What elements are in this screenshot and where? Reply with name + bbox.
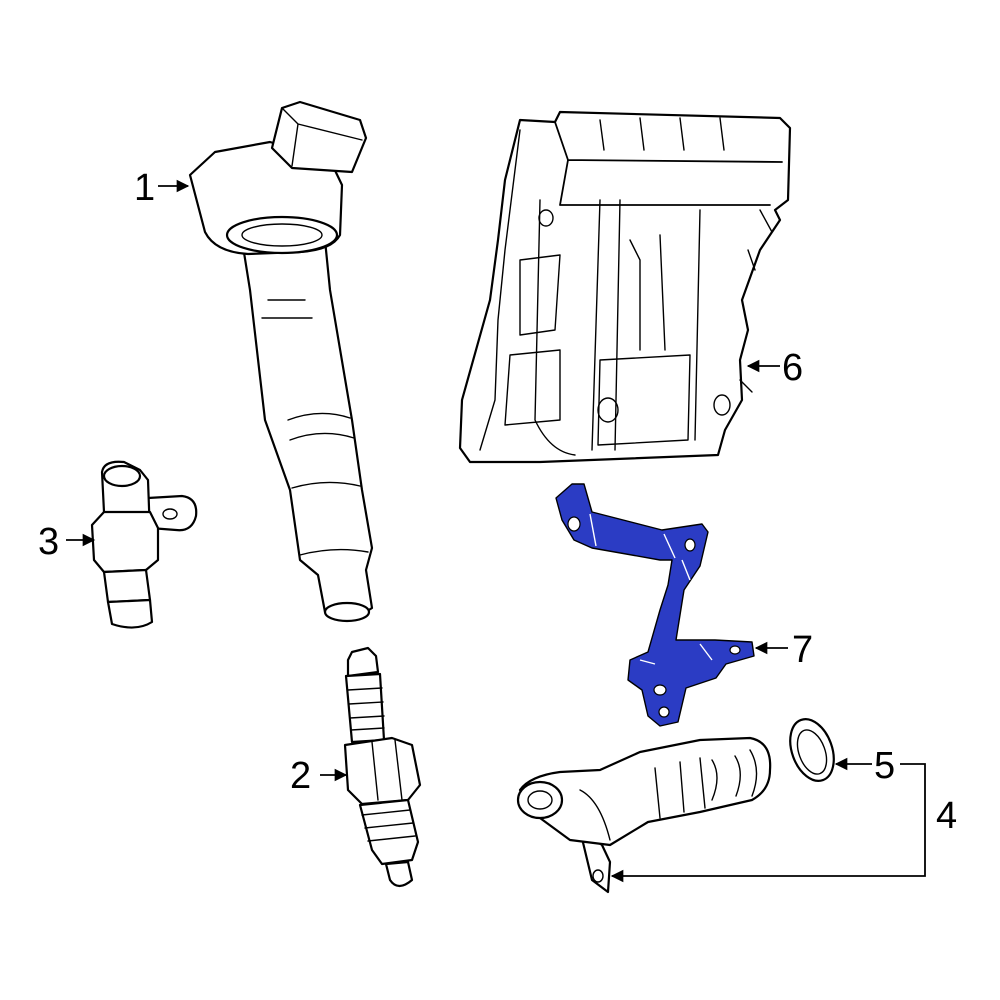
leader-4-upper: [900, 763, 926, 814]
bracket[interactable]: [555, 483, 755, 727]
ignition-coil[interactable]: [188, 100, 374, 623]
callout-leaders: [66, 179, 926, 883]
oil-control-valve[interactable]: [516, 736, 772, 894]
callout-4: 4: [936, 795, 957, 837]
callout-2: 2: [290, 755, 311, 797]
engine-control-module[interactable]: [458, 110, 792, 464]
callout-7: 7: [792, 629, 813, 671]
callout-5: 5: [874, 745, 895, 787]
callout-3: 3: [38, 521, 59, 563]
seal-ring[interactable]: [782, 713, 841, 787]
callout-6: 6: [782, 347, 803, 389]
position-sensor[interactable]: [90, 460, 198, 629]
callout-1: 1: [134, 167, 155, 209]
leader-4: [610, 814, 926, 883]
spark-plug[interactable]: [343, 646, 422, 888]
